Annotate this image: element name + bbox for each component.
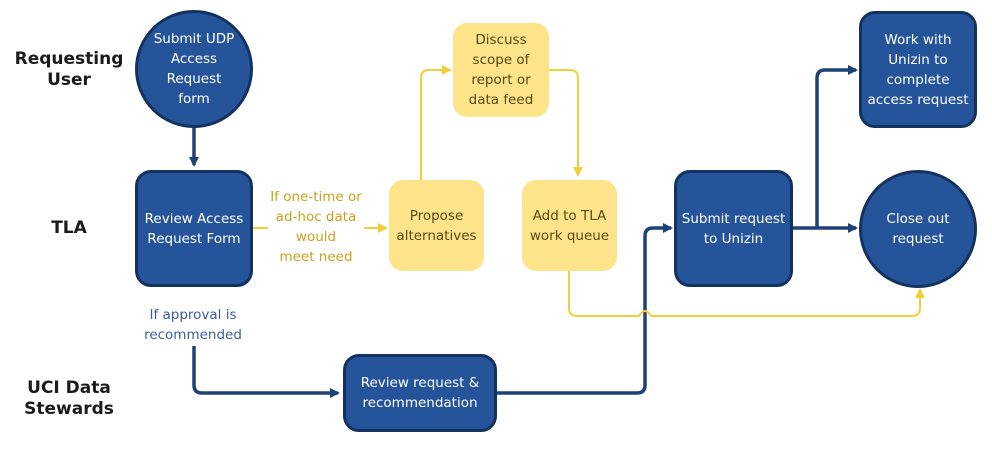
node-review-access-request-form: Review Access Request Form	[135, 170, 253, 287]
node-submit-request-to-unizin: Submit request to Unizin	[674, 170, 793, 287]
connector-propose-to-discuss	[420, 65, 452, 180]
node-work-with-unizin: Work with Unizin to complete access requ…	[859, 11, 977, 128]
node-propose-alternatives: Propose alternatives	[389, 180, 484, 271]
lane-label-uci-data-stewards: UCI Data Stewards	[24, 378, 114, 419]
lane-label-tla: TLA	[51, 218, 87, 238]
connector-queue-to-close	[568, 270, 925, 317]
connector-discuss-to-queue	[549, 69, 583, 177]
node-discuss-scope: Discuss scope of report or data feed	[453, 23, 549, 117]
node-close-out-request: Close out request	[859, 170, 977, 288]
edge-label-one-time: If one-time or ad-hoc data would meet ne…	[270, 189, 362, 265]
connector-review-to-stewards	[192, 346, 340, 398]
lane-label-requesting-user: Requesting User	[14, 49, 124, 90]
node-add-to-tla-work-queue: Add to TLA work queue	[522, 180, 617, 271]
connector-unizin-to-work	[815, 65, 858, 228]
node-submit-udp-access-request: Submit UDP Access Request form	[135, 10, 253, 128]
edge-label-approval: If approval is recommended	[132, 305, 254, 345]
node-review-request-recommendation: Review request & recommendation	[343, 354, 497, 432]
